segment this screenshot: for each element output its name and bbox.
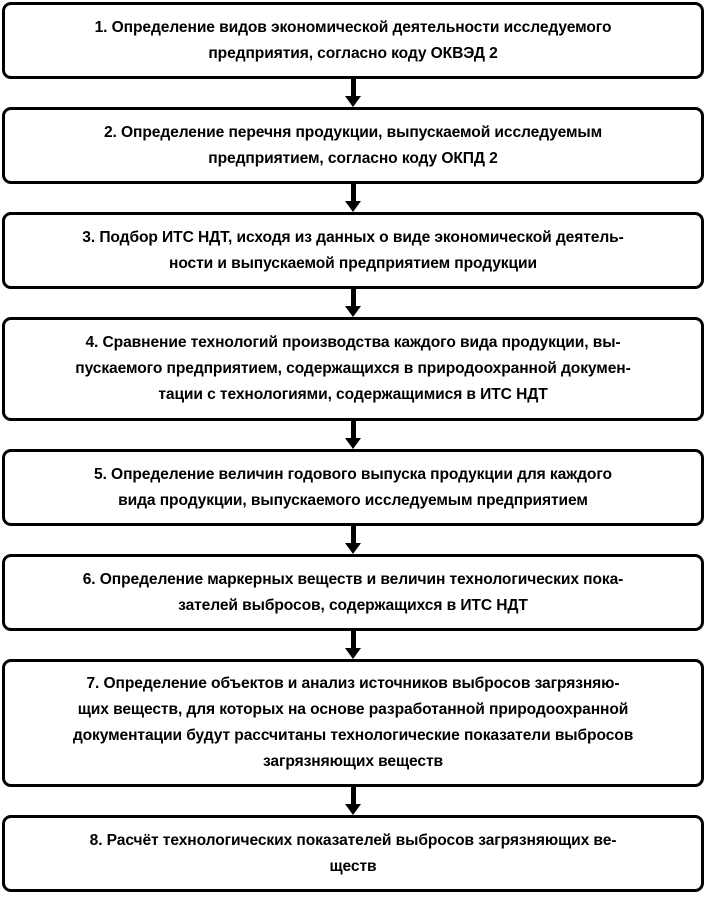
flowchart-connector-1-2 (2, 79, 704, 107)
down-arrow-icon (345, 201, 361, 212)
flowchart-step-8-label: 8. Расчёт технологических показателей вы… (89, 831, 617, 875)
arrow-stem (350, 289, 356, 308)
flowchart-connector-3-4 (2, 289, 704, 317)
arrow-stem (350, 79, 356, 98)
down-arrow-icon (345, 96, 361, 107)
arrow-stem (350, 631, 356, 650)
flowchart-step-8: 8. Расчёт технологических показателей вы… (2, 815, 704, 892)
down-arrow-icon (345, 543, 361, 554)
flowchart-step-1: 1. Определение видов экономической деяте… (2, 2, 704, 79)
flowchart-step-5-label: 5. Определение величин годового выпуска … (94, 465, 612, 509)
flowchart-step-6: 6. Определение маркерных веществ и велич… (2, 554, 704, 631)
down-arrow-icon (345, 804, 361, 815)
flowchart-connector-4-5 (2, 421, 704, 449)
flowchart-connector-6-7 (2, 631, 704, 659)
flowchart-step-7: 7. Определение объектов и анализ источни… (2, 659, 704, 787)
down-arrow-icon (345, 438, 361, 449)
flowchart-connector-5-6 (2, 526, 704, 554)
arrow-stem (350, 787, 356, 806)
flowchart-step-2: 2. Определение перечня продукции, выпуск… (2, 107, 704, 184)
flowchart-step-3: 3. Подбор ИТС НДТ, исходя из данных о ви… (2, 212, 704, 289)
flowchart-step-7-label: 7. Определение объектов и анализ источни… (72, 675, 634, 770)
flowchart-step-5: 5. Определение величин годового выпуска … (2, 449, 704, 526)
flowchart-step-1-label: 1. Определение видов экономической деяте… (94, 18, 612, 62)
down-arrow-icon (345, 648, 361, 659)
flowchart-connector-7-8 (2, 787, 704, 815)
flowchart-step-chain: 1. Определение видов экономической деяте… (2, 0, 704, 892)
flowchart-step-4: 4. Сравнение технологий производства каж… (2, 317, 704, 421)
flowchart-connector-2-3 (2, 184, 704, 212)
flowchart-step-4-label: 4. Сравнение технологий производства каж… (75, 334, 631, 403)
arrow-stem (350, 184, 356, 203)
flowchart-step-2-label: 2. Определение перечня продукции, выпуск… (103, 123, 603, 167)
flowchart-step-6-label: 6. Определение маркерных веществ и велич… (82, 570, 624, 614)
down-arrow-icon (345, 306, 361, 317)
arrow-stem (350, 526, 356, 545)
arrow-stem (350, 421, 356, 440)
flowchart-step-3-label: 3. Подбор ИТС НДТ, исходя из данных о ви… (82, 228, 624, 272)
